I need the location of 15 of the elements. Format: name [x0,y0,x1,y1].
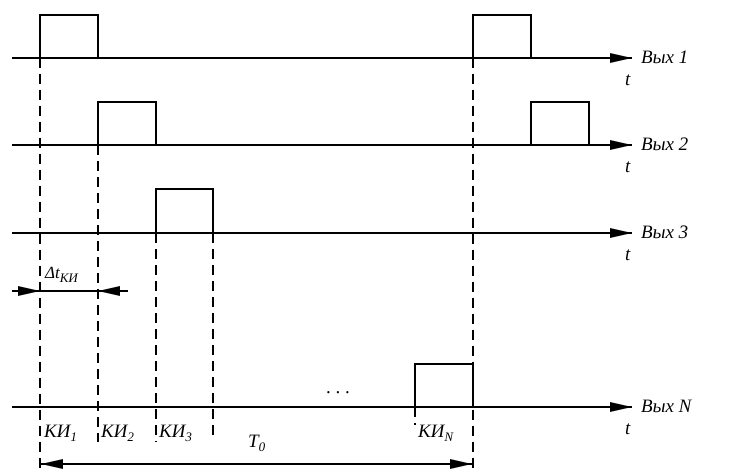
signal-label: Вых 3 [641,223,688,242]
interval-label: КИ$_{3}$ [159,422,192,441]
axis-label: t [625,157,630,176]
interval-label: Δt$_{КИ}$ [45,264,78,281]
interval-label: КИ$_{1}$ [44,422,77,441]
axis-label: t [625,419,630,438]
ellipsis: . . . [326,378,350,397]
signal-label: Вых 1 [641,48,688,67]
interval-label: КИ$_{N}$ [418,422,454,441]
signal-label: Вых 2 [641,135,688,154]
signal-label: Вых N [641,397,692,416]
axis-label: t [625,70,630,89]
axis-label: t [625,245,630,264]
interval-label: КИ$_{2}$ [101,422,134,441]
period-label: T$_{0}$ [248,432,266,451]
